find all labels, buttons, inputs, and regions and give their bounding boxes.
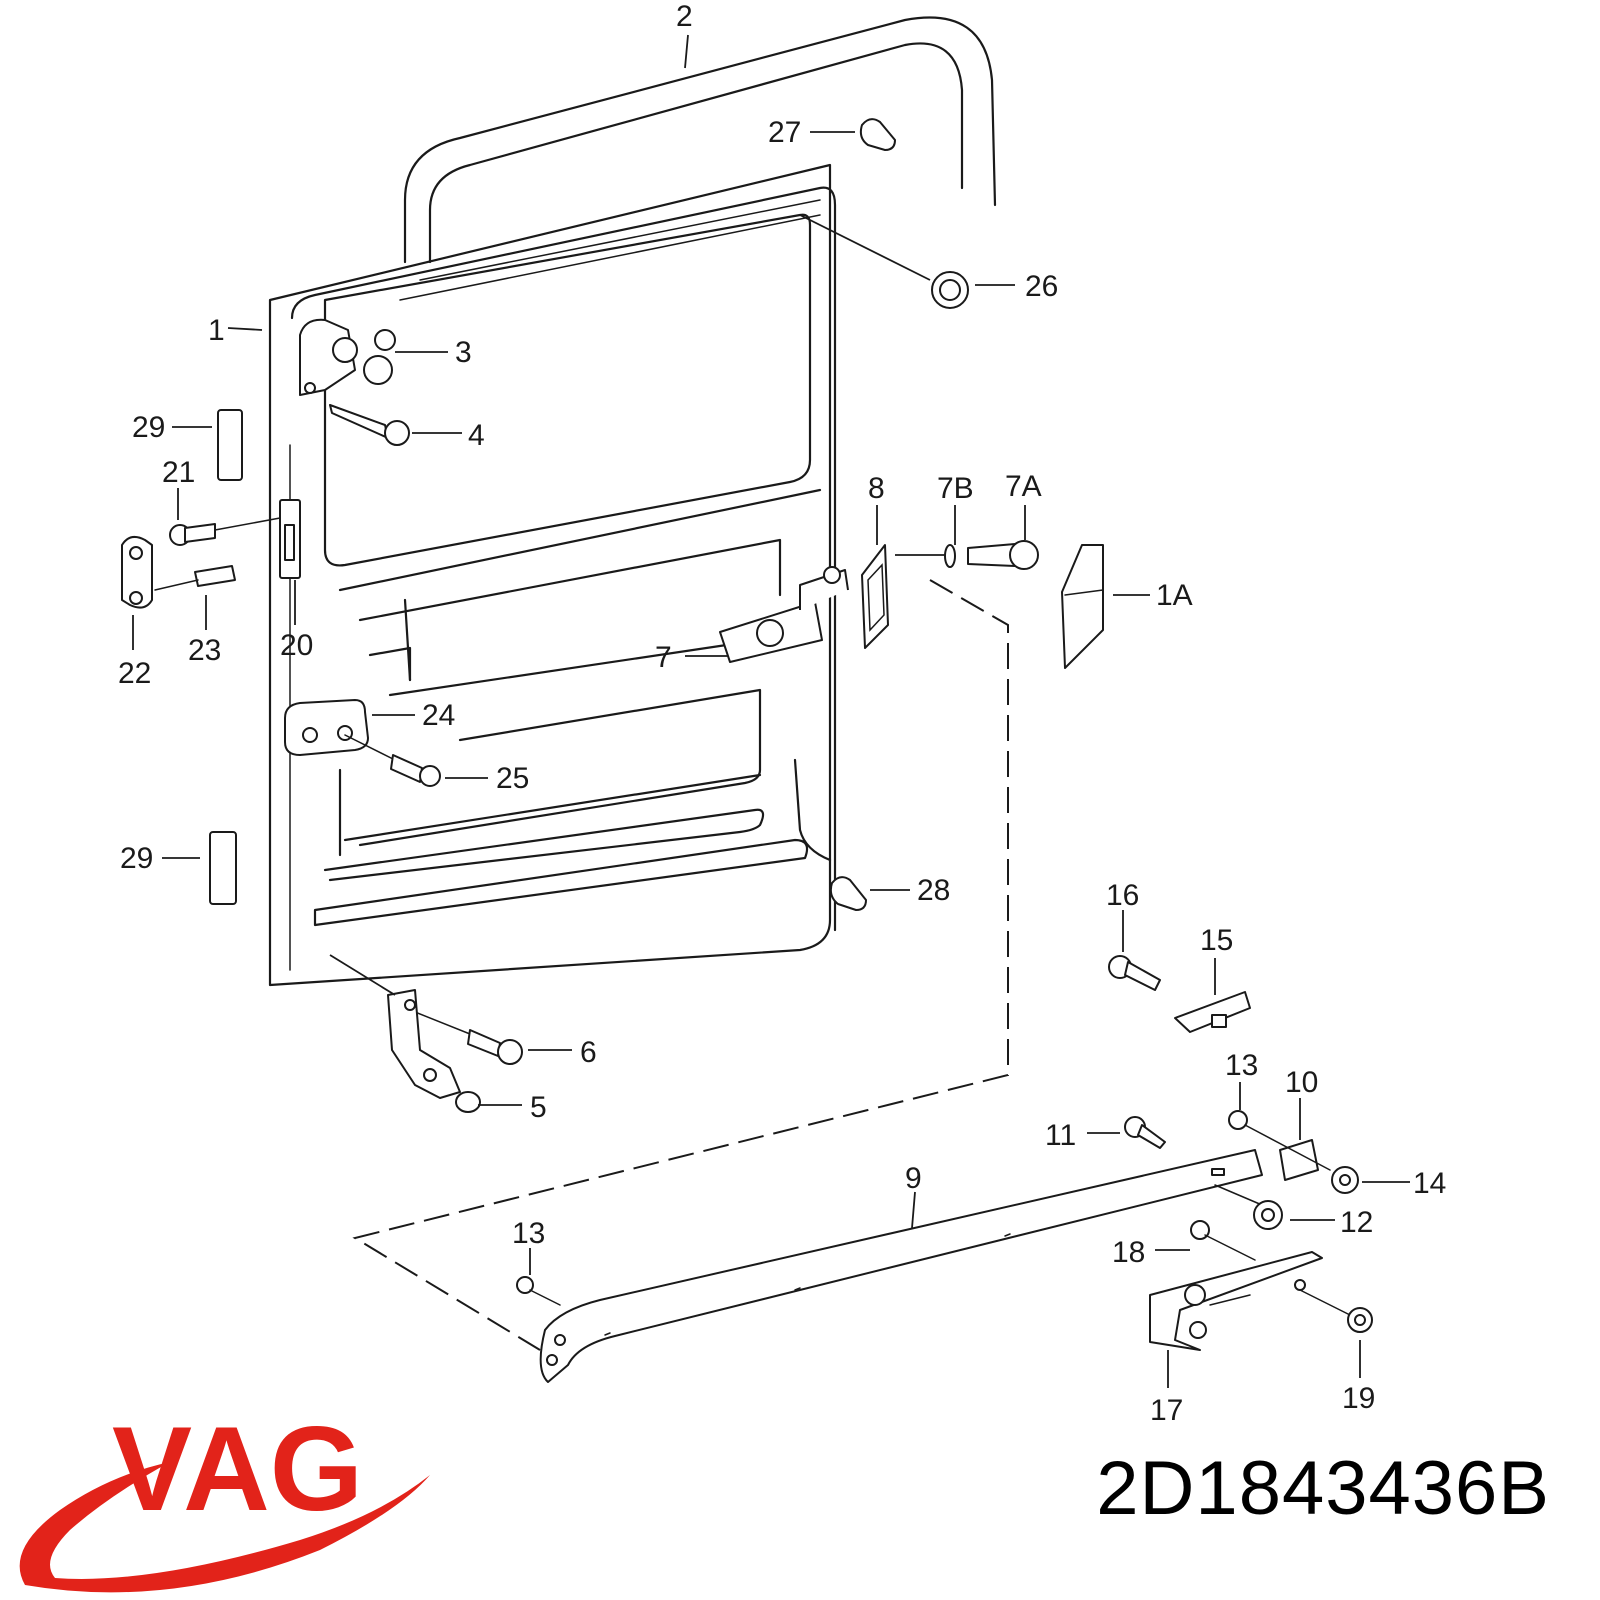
bracket-part-10 — [1279, 1139, 1319, 1181]
guide-path — [352, 579, 1009, 1351]
door-seal-frame — [403, 16, 997, 264]
clip-part-27 — [859, 118, 896, 151]
cover-part-8 — [861, 544, 889, 649]
callout-2: 2 — [676, 0, 693, 33]
screw-part-16 — [1108, 955, 1161, 991]
callout-25: 25 — [496, 762, 529, 795]
callout-13-upper: 13 — [1225, 1049, 1258, 1082]
callout-10: 10 — [1285, 1066, 1318, 1099]
striker-plate-part-20 — [279, 499, 301, 579]
callout-17: 17 — [1150, 1394, 1183, 1427]
logo-text: VAG — [112, 1402, 363, 1536]
callout-26: 26 — [1025, 270, 1058, 303]
callout-20: 20 — [280, 629, 313, 662]
callout-21: 21 — [162, 456, 195, 489]
window-opening — [323, 213, 812, 567]
bracket-part-24 — [284, 699, 369, 756]
bracket-part-22 — [121, 535, 153, 609]
nut-part-19 — [1299, 1289, 1373, 1333]
nut-part-12 — [1214, 1184, 1283, 1230]
washer-part-7B — [944, 544, 956, 568]
callout-18: 18 — [1112, 1236, 1145, 1269]
callout-11: 11 — [1045, 1119, 1076, 1152]
callout-13-lower: 13 — [512, 1217, 545, 1250]
callout-labels: 2 27 26 1 3 4 29 21 20 22 23 24 25 29 28… — [118, 0, 1446, 1427]
bolt-part-11 — [1124, 1116, 1166, 1149]
bolt-part-13-lower — [516, 1276, 561, 1306]
bolt-part-18 — [1190, 1220, 1256, 1261]
callout-7A: 7A — [1005, 470, 1042, 503]
callout-9: 9 — [905, 1162, 922, 1195]
callout-23: 23 — [188, 634, 221, 667]
lower-roller-part-5 — [387, 989, 481, 1113]
callout-7B: 7B — [937, 472, 974, 505]
callout-4: 4 — [468, 419, 485, 452]
clip-part-15 — [1174, 991, 1251, 1033]
buffer-part-29-lower — [209, 831, 237, 905]
nut-part-14 — [1331, 1166, 1359, 1194]
callout-5: 5 — [530, 1091, 547, 1124]
callout-28: 28 — [917, 874, 950, 907]
clip-part-28 — [829, 876, 867, 911]
bolt-part-6 — [409, 1009, 523, 1065]
guide-carrier-part-17 — [1149, 1251, 1323, 1351]
callout-29-upper: 29 — [132, 411, 165, 444]
part-number: 2D1843436B — [1096, 1446, 1550, 1531]
logo-swoosh — [19, 1462, 431, 1593]
callout-8: 8 — [868, 472, 885, 505]
screw-part-25 — [344, 734, 441, 787]
callout-3: 3 — [455, 336, 472, 369]
lower-guide-rail-part-9 — [539, 1149, 1263, 1383]
bolt-part-7A — [967, 540, 1039, 570]
bolt-part-4 — [329, 404, 410, 446]
callout-1: 1 — [208, 314, 225, 347]
buffer-part-29-upper — [217, 409, 243, 481]
callout-14: 14 — [1413, 1167, 1446, 1200]
screw-part-21 — [169, 517, 281, 546]
callout-22: 22 — [118, 657, 151, 690]
callout-15: 15 — [1200, 924, 1233, 957]
leader-lines — [132, 34, 1410, 1388]
callout-29-lower: 29 — [120, 842, 153, 875]
callout-12: 12 — [1340, 1206, 1373, 1239]
callout-7: 7 — [655, 641, 672, 674]
door-panel — [268, 163, 832, 987]
callout-27: 27 — [768, 116, 801, 149]
bolt-part-13-upper — [1228, 1110, 1331, 1171]
cap-part-1A — [1061, 544, 1104, 669]
callout-6: 6 — [580, 1036, 597, 1069]
callout-1A: 1A — [1156, 579, 1193, 612]
vag-logo: VAG — [19, 1402, 431, 1593]
upper-roller-part — [299, 318, 396, 396]
callout-16: 16 — [1106, 879, 1139, 912]
centre-guide-part-7 — [719, 566, 849, 663]
grommet-part-26 — [931, 271, 969, 309]
callout-19: 19 — [1342, 1382, 1375, 1415]
callout-24: 24 — [422, 699, 455, 732]
screw-part-23 — [154, 565, 236, 591]
